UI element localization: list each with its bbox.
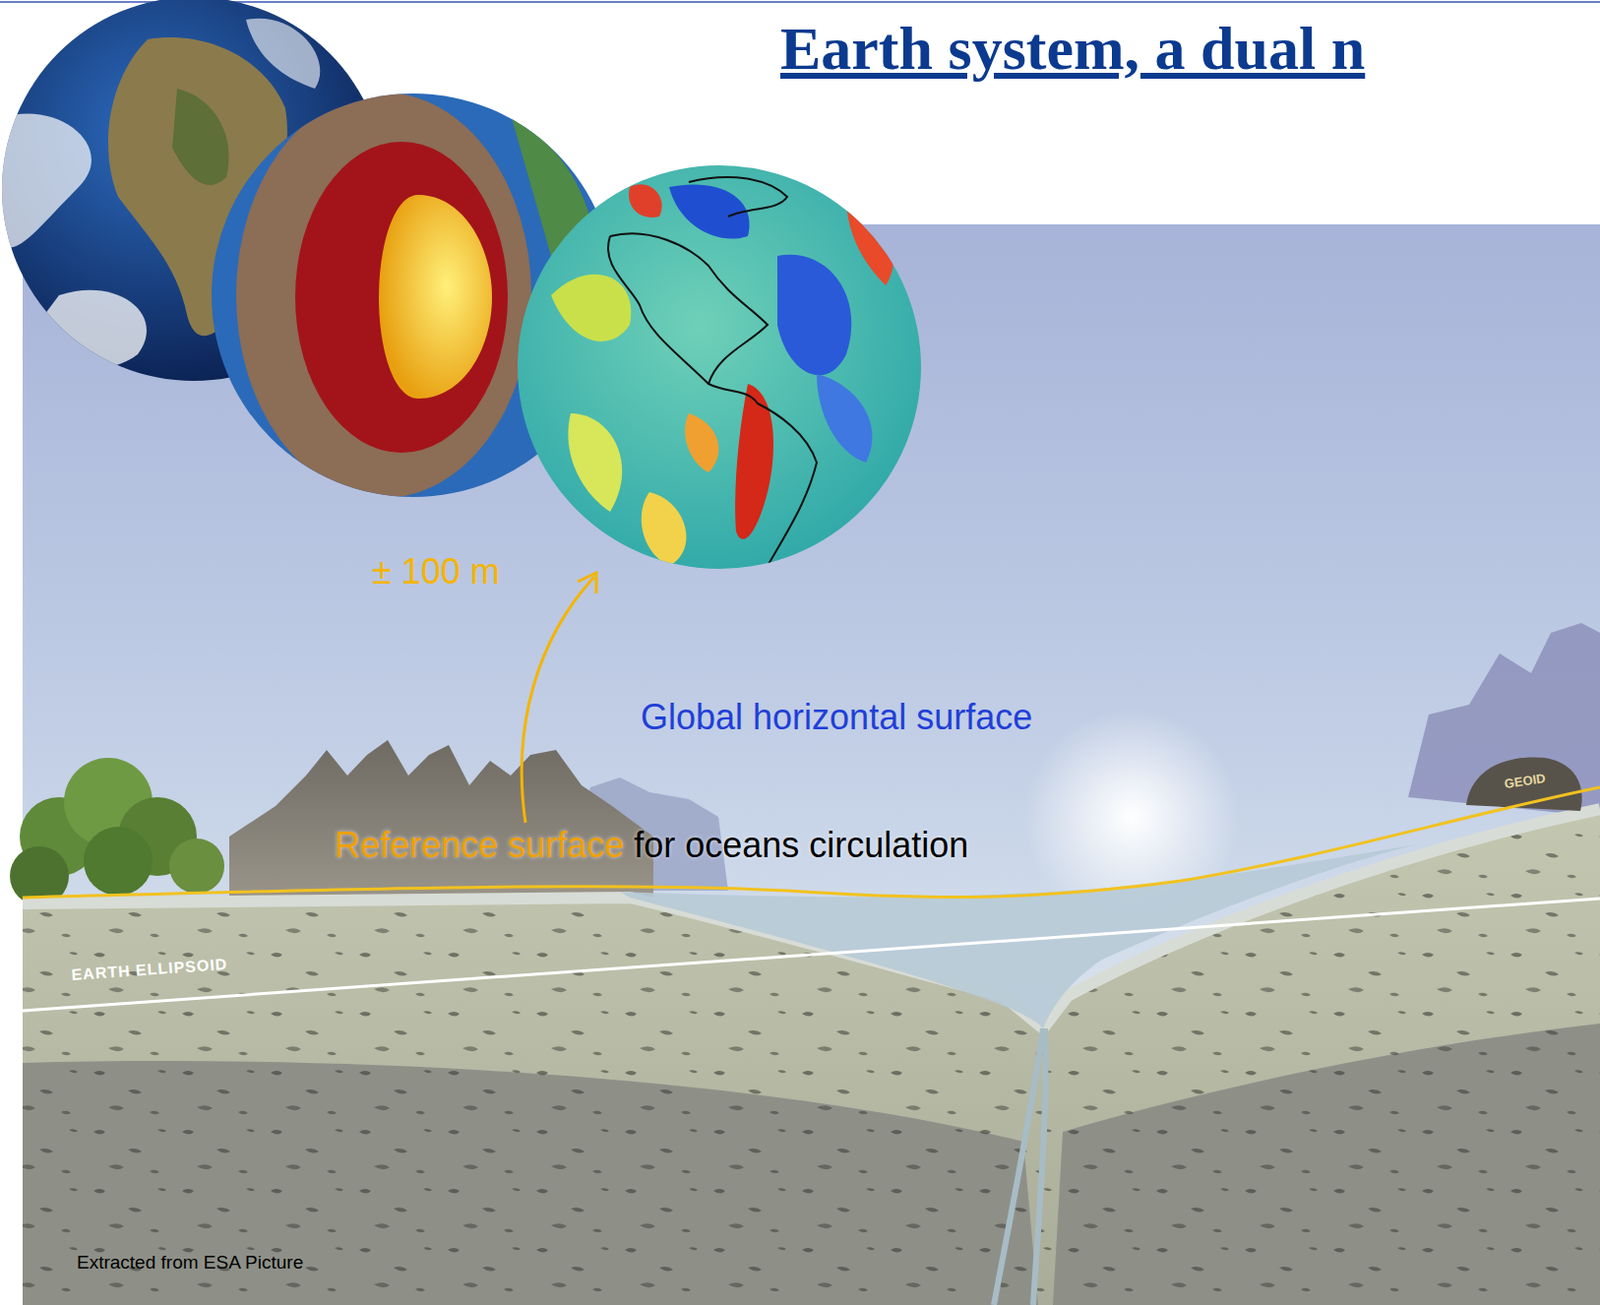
ocean-water [619,844,1417,1029]
geoid-line [22,787,1600,898]
illustration-part [83,826,153,896]
crust [22,808,1600,1305]
illustration-part [777,254,852,376]
source-note: Extracted from ESA Picture [76,1251,304,1274]
illustration-part [816,373,872,463]
illustration-part [0,113,92,247]
geoid-globe [517,165,922,569]
illustration-part [551,274,631,342]
top-rule [0,0,1600,3]
slide-title: Earth system, a dual n [780,13,1365,84]
rock-texture [22,808,1600,1305]
illustration-part [846,196,894,286]
reference-label: Reference surface [334,824,624,865]
illustration-part [172,88,230,185]
illustration-part [688,177,788,217]
surface-label: Global horizontal surface [640,696,1033,738]
illustration-part [551,177,894,566]
ellipsoid-line [22,898,1600,1011]
illustration-part [735,383,774,540]
geoid-label: GEOID [1503,771,1547,793]
height-arrow [521,576,595,823]
illustration-part [236,92,532,498]
illustration-part [669,184,750,239]
illustration-part [378,194,493,399]
bush [9,757,225,906]
illustration-part [295,141,508,453]
illustration-part [246,18,320,89]
illustration-part [641,492,687,566]
illustration-part [628,184,663,218]
illustration-part [29,290,147,370]
ellipsoid-label: EARTH ELLIPSOID [70,955,229,985]
arrow-head [577,572,597,594]
illustration-part [567,413,622,512]
illustration-part [684,413,719,473]
illustration-part [517,165,922,569]
far-mountains [1408,622,1600,817]
height-label: ± 100 m [371,551,500,592]
illustration-part [169,838,225,894]
trench [993,1028,1047,1305]
mountains [229,739,654,900]
illustration-part [608,233,817,566]
reference-label: for oceans circulation [633,824,969,865]
